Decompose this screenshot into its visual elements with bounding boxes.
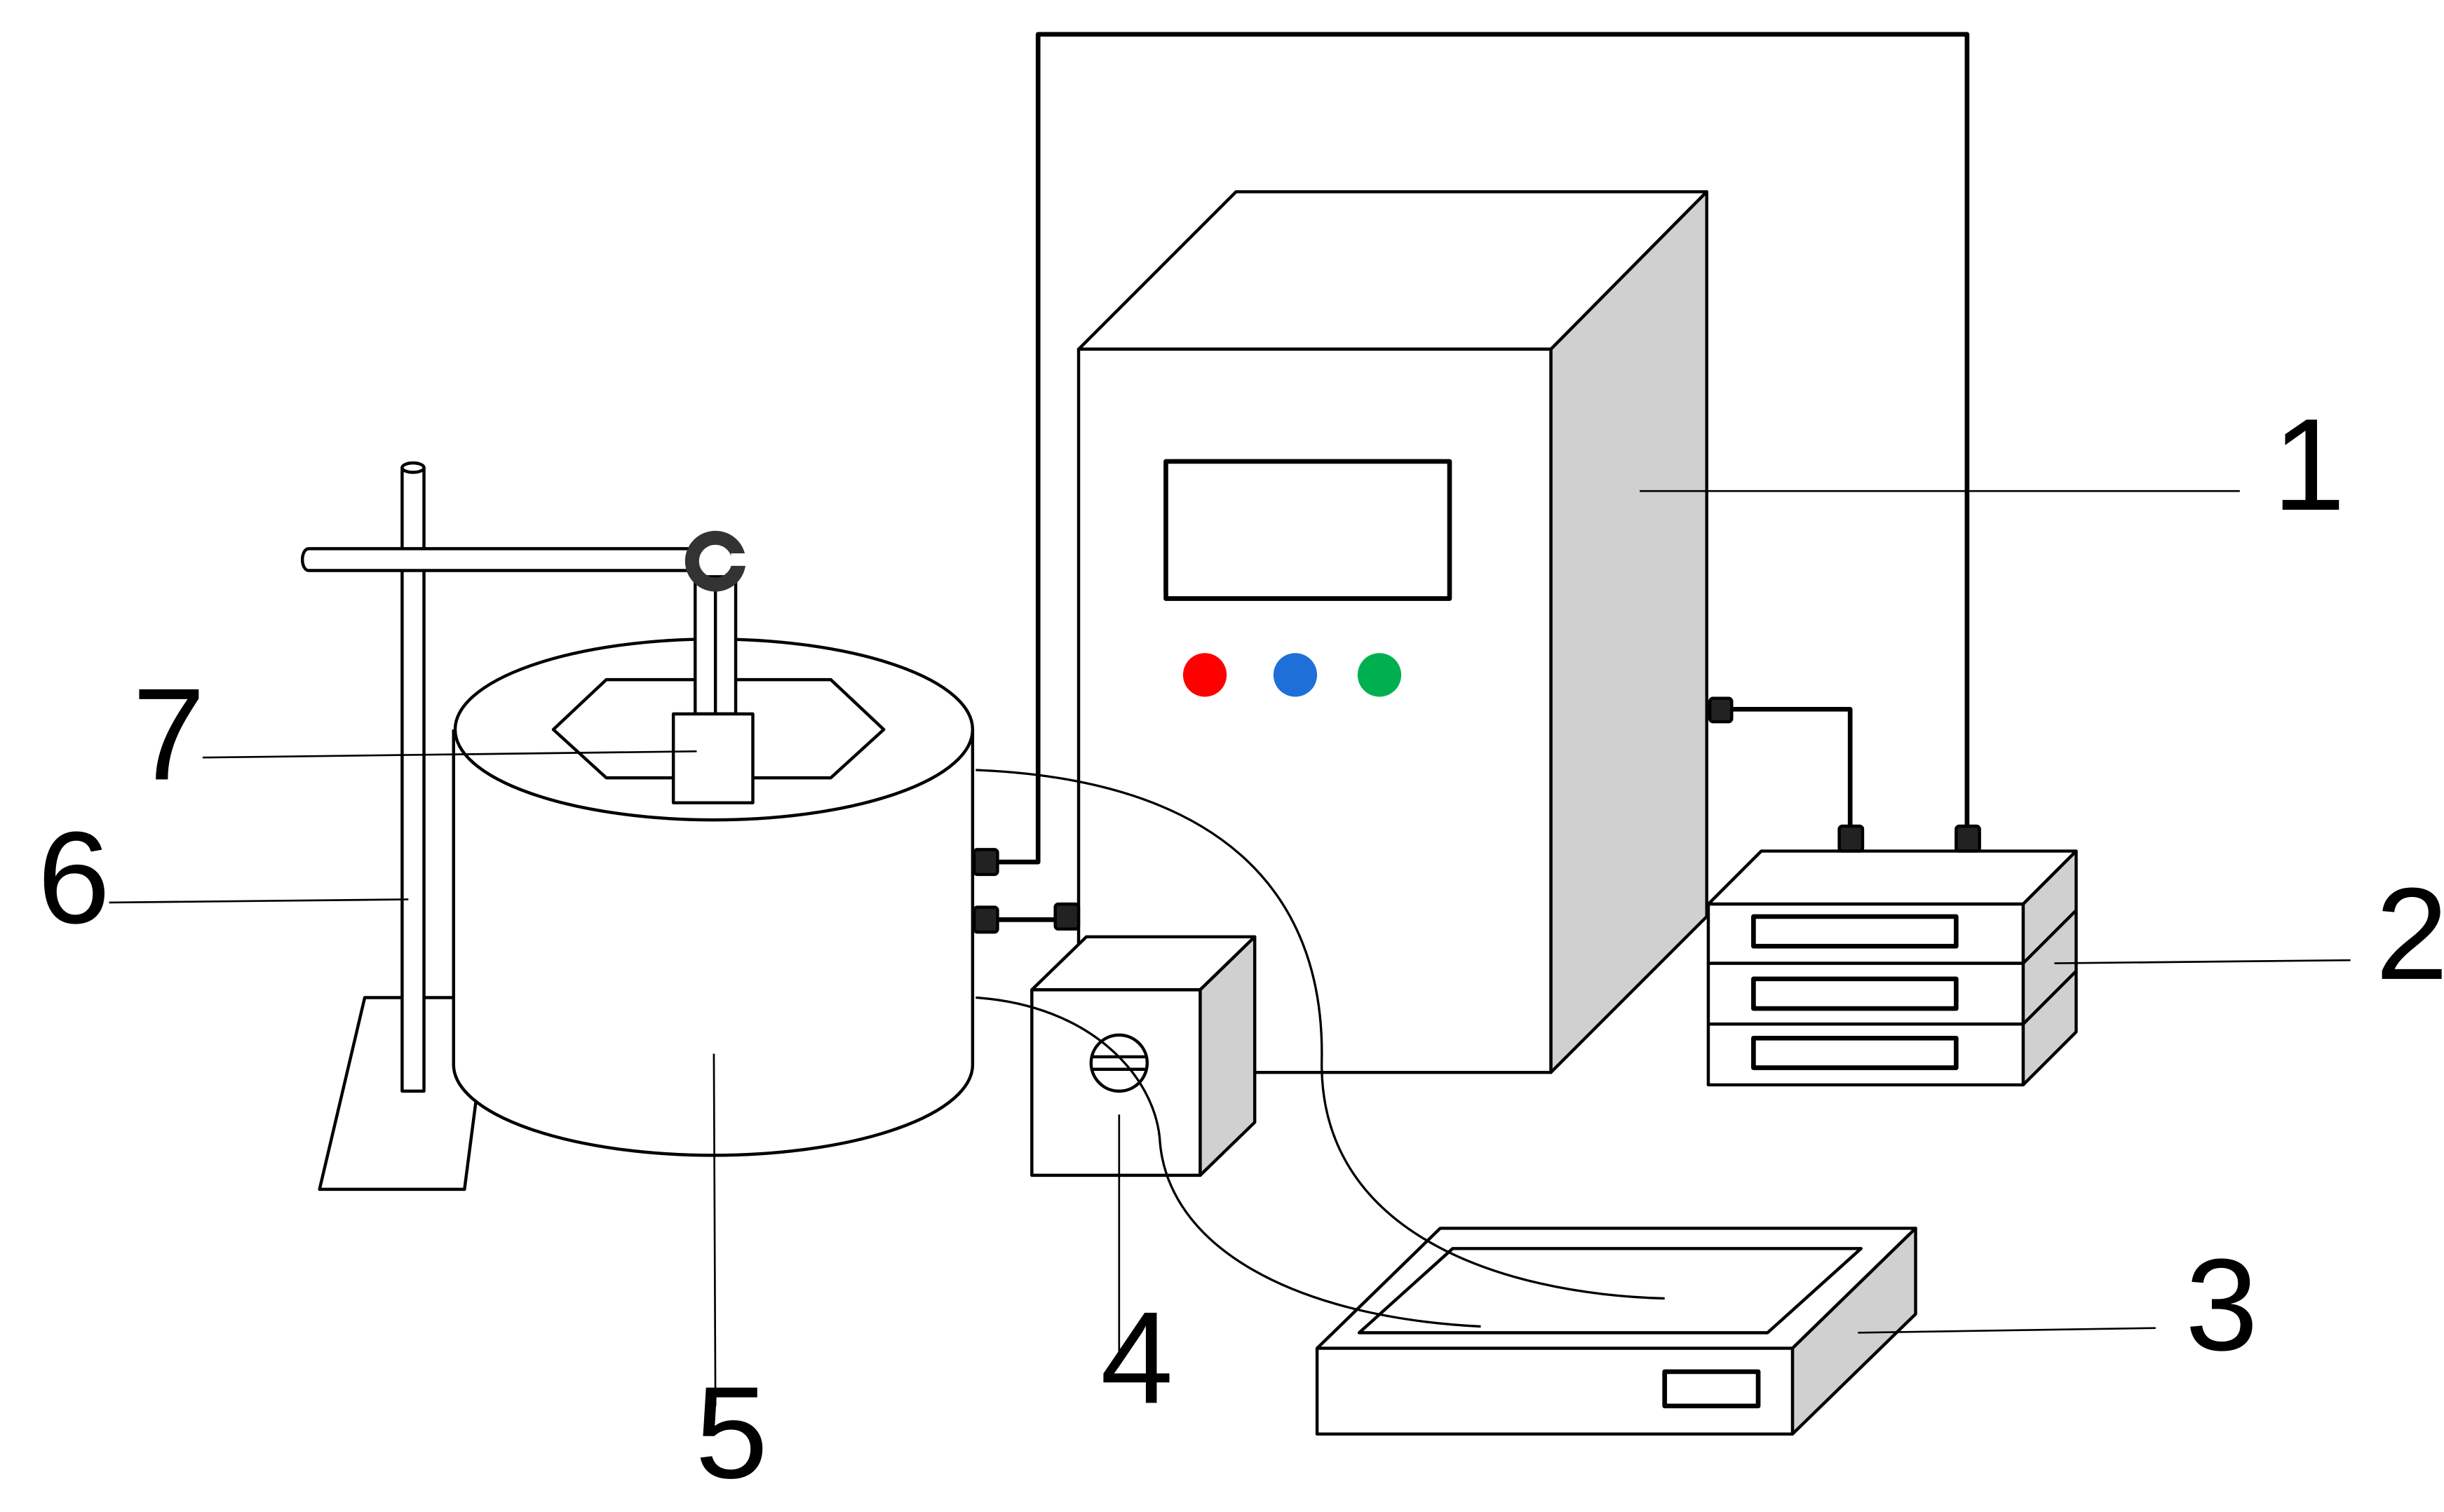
box-top (1706, 849, 2078, 906)
stand-base (318, 996, 492, 1192)
tank-body (452, 729, 975, 1157)
box-slot-3 (1751, 1035, 1959, 1070)
green-button (1357, 653, 1402, 697)
box-slot-2 (1751, 976, 1959, 1011)
leader-2 (2054, 959, 2351, 964)
tube-lower (975, 996, 1481, 1328)
red-button (1182, 653, 1227, 697)
clamp-gap (731, 553, 753, 566)
leader-7 (202, 750, 697, 759)
tray-display (1662, 1369, 1761, 1409)
cabinet-side (1549, 190, 1708, 1074)
pump (1030, 935, 1257, 1177)
box-slot-1 (1751, 914, 1959, 949)
box-connector-left (1837, 824, 1865, 853)
leader-3 (1858, 1327, 2156, 1334)
tank-connector-lower (972, 905, 999, 934)
tray-inner (1357, 1247, 1863, 1335)
box-layer-2 (1706, 961, 2025, 1026)
blue-button (1273, 653, 1318, 697)
label-3: 3 (2185, 1231, 2258, 1378)
control-cabinet (1076, 190, 1708, 1074)
pump-dial (1089, 1033, 1149, 1093)
label-2: 2 (2375, 860, 2444, 1007)
stand-rod-top (400, 461, 426, 474)
box-layer-3 (1706, 1022, 2025, 1087)
label-6: 6 (37, 804, 110, 951)
leader-6 (109, 898, 409, 904)
top-wire (997, 32, 1970, 865)
box-side-divider-2 (2022, 970, 2078, 1025)
cabinet-screen (1163, 459, 1452, 601)
label-4: 4 (1100, 1284, 1173, 1431)
stacked-box (1706, 824, 2078, 1087)
tray (1315, 1227, 1917, 1436)
tank (452, 530, 1081, 1157)
sample-block (671, 712, 755, 804)
box-side-divider-1 (2022, 909, 2078, 965)
side-wire (1733, 706, 1853, 835)
label-1: 1 (2273, 391, 2346, 538)
cabinet-side-connector (1708, 696, 1734, 724)
cabinet-front-connector (1053, 902, 1081, 931)
tray-front (1315, 1346, 1795, 1436)
box-connector-right (1954, 824, 1981, 853)
leader-5 (713, 1053, 717, 1406)
label-5: 5 (695, 1359, 768, 1506)
retort-stand (301, 461, 697, 1192)
label-7: 7 (133, 661, 205, 807)
tank-connector-upper (972, 848, 999, 877)
stand-arm (301, 547, 697, 572)
tube-upper (975, 769, 1665, 1300)
